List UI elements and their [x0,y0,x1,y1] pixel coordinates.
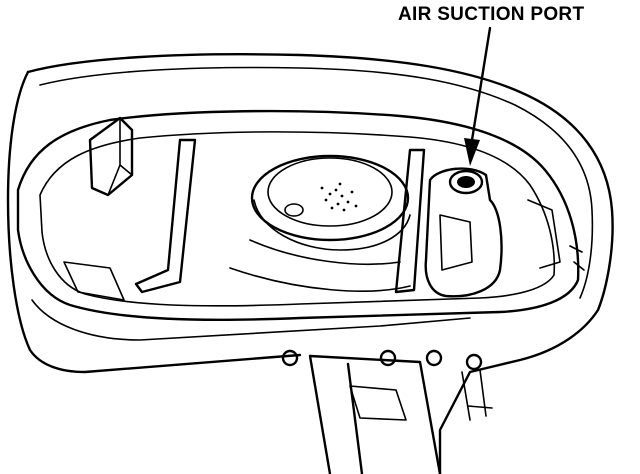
pump-cover-stipple [320,182,358,212]
frame-slot [349,385,407,421]
pump-cover-tab [284,203,304,217]
frame-bracket [308,354,442,474]
tray-outline [16,109,580,321]
air-suction-port [448,169,484,195]
channel-groove [229,239,411,292]
pump-cover-base [253,199,411,251]
compartment-right [424,167,503,298]
baffle-block-left-face [107,117,133,196]
housing-left-edge [6,70,302,374]
right-bracket [527,199,585,271]
callout-label: AIR SUCTION PORT [398,4,585,25]
pump-cover-dome [267,157,393,227]
housing-inner-rim [39,66,594,299]
housing-rim-step [31,299,471,341]
pump-cover-rim [250,154,410,242]
housing-outer-outline [26,53,614,474]
air-suction-port-bore [457,176,475,188]
compartment-right-inner [439,214,473,271]
callout-leader [470,26,492,142]
frame-right-detail [461,369,493,421]
tray-inner-lip [39,131,556,307]
baffle-block-left [88,116,134,197]
rib-left [134,138,197,294]
slot-left-lower [63,261,125,301]
mounting-bolts [281,349,483,371]
callout-arrowhead [464,138,480,166]
rib-center [394,148,426,294]
